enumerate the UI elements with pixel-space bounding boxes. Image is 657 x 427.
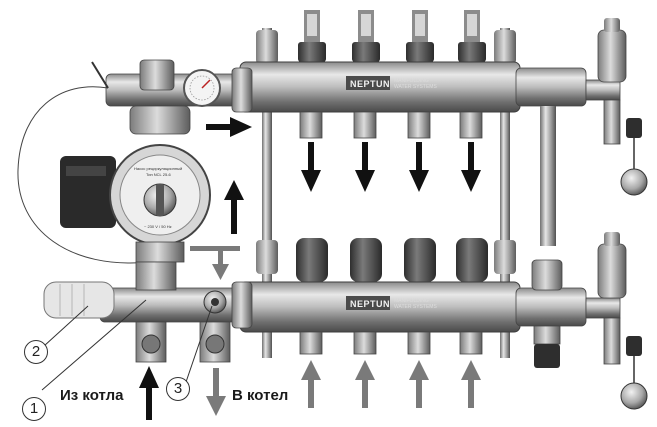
lower-outlets: [299, 331, 483, 355]
flowmeters: [298, 10, 486, 62]
svg-text:WATER SYSTEMS: WATER SYSTEMS: [394, 84, 437, 90]
upper-brand-text: NEPTUN: [350, 79, 390, 89]
flow-arrows-gray: [206, 360, 481, 416]
lower-brand-text: NEPTUN: [350, 299, 390, 309]
callout-leaders: [41, 299, 213, 391]
circulation-pump: Насос рециркуляционный Тип NCL 25-6 ~ 23…: [60, 144, 211, 263]
to-boiler-label: В котел: [232, 387, 289, 404]
callout-2: 2: [24, 340, 48, 364]
svg-text:Насос рециркуляционный: Насос рециркуляционный: [134, 166, 182, 171]
upper-outlets: [299, 111, 483, 139]
upper-right-end: [515, 18, 648, 246]
lower-manifold-bar: NEPTUN MANIFOLDING WATER SYSTEMS: [239, 281, 521, 333]
mixing-unit: [17, 59, 253, 264]
upper-manifold-bar: NEPTUN MANIFOLDING WATER SYSTEMS: [239, 61, 521, 113]
svg-text:~ 230 V / 50 Hz: ~ 230 V / 50 Hz: [144, 224, 172, 229]
return-line: [43, 261, 253, 363]
lower-valve-caps: [296, 238, 488, 282]
svg-text:MANIFOLDING: MANIFOLDING: [394, 78, 429, 84]
mounting-brackets: [256, 28, 516, 358]
svg-text:MANIFOLDING: MANIFOLDING: [394, 298, 429, 304]
svg-text:WATER SYSTEMS: WATER SYSTEMS: [394, 304, 437, 310]
flow-arrows-black: [139, 117, 481, 420]
lower-right-end: [515, 232, 648, 410]
from-boiler-label: Из котла: [60, 387, 124, 404]
callout-3: 3: [166, 377, 190, 401]
bypass-arrow: [190, 246, 240, 280]
svg-text:Тип NCL 25-6: Тип NCL 25-6: [146, 172, 172, 177]
callout-1: 1: [22, 397, 46, 421]
